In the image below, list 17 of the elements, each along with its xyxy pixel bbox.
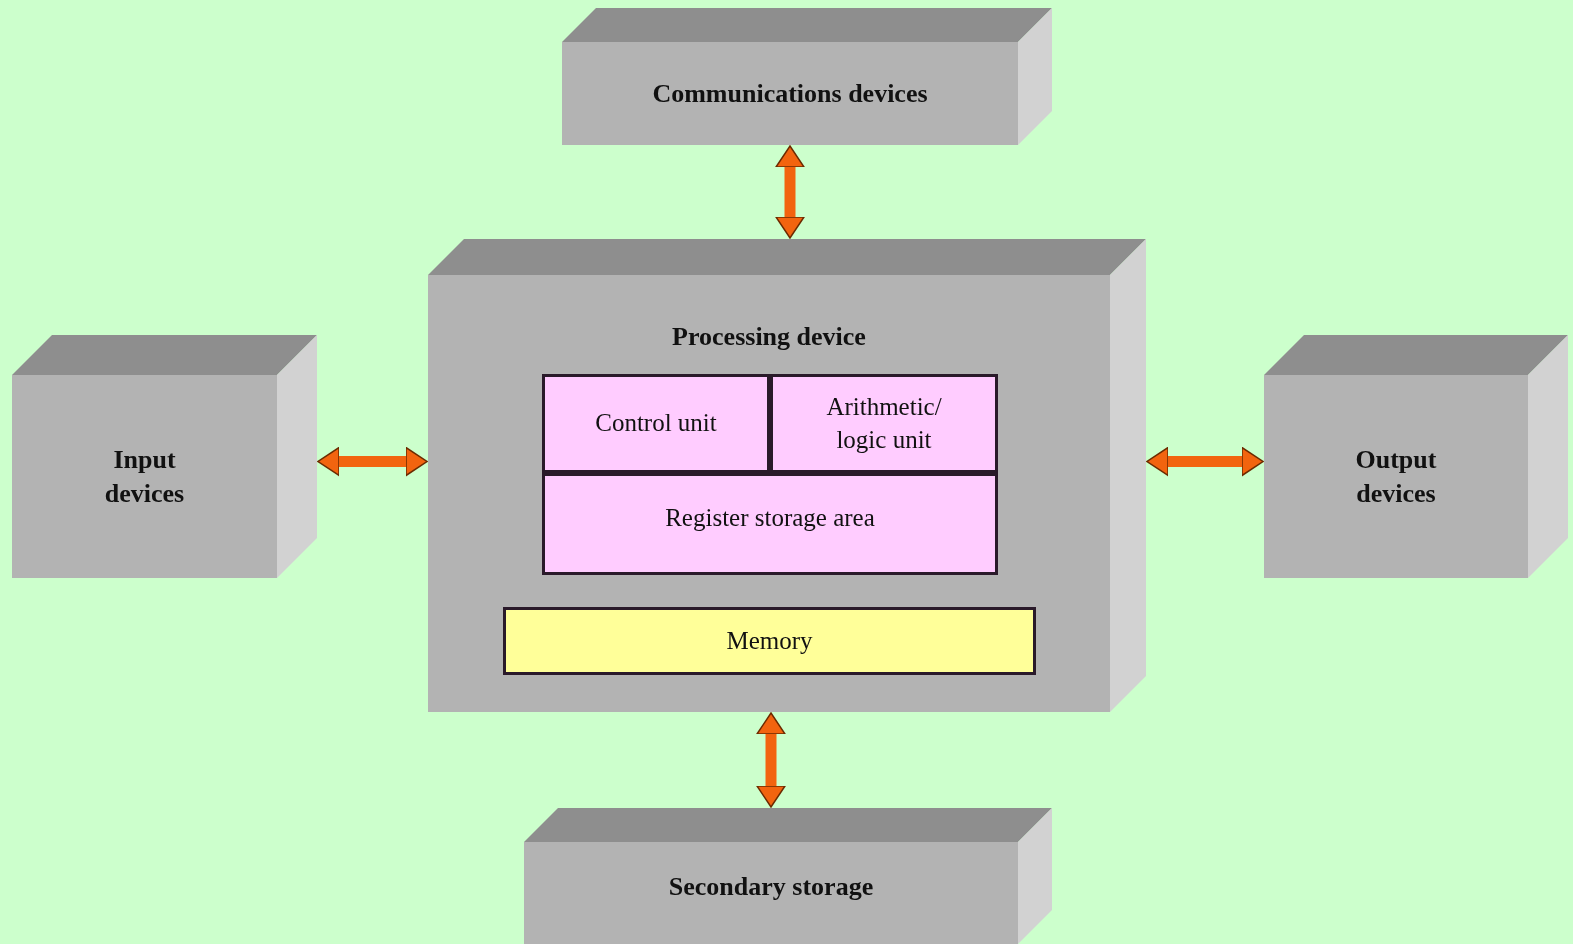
unit-label: Memory — [726, 625, 813, 656]
unit-label: Arithmetic/ logic unit — [825, 392, 943, 455]
unit-label: Register storage area — [665, 502, 875, 533]
double-arrow — [756, 712, 786, 808]
unit-box — [542, 374, 770, 473]
unit-box — [503, 607, 1036, 675]
block-label: Secondary storage — [668, 871, 874, 904]
block-label: Input devices — [103, 443, 186, 510]
block-heading: Processing device — [672, 321, 866, 354]
unit-label: Control unit — [595, 408, 717, 439]
block-label: Output devices — [1354, 443, 1438, 510]
unit-box — [770, 374, 998, 473]
block-label: Communications devices — [652, 77, 928, 110]
double-arrow — [317, 446, 428, 477]
unit-box — [542, 473, 998, 575]
double-arrow — [1146, 446, 1264, 477]
double-arrow — [775, 145, 805, 239]
